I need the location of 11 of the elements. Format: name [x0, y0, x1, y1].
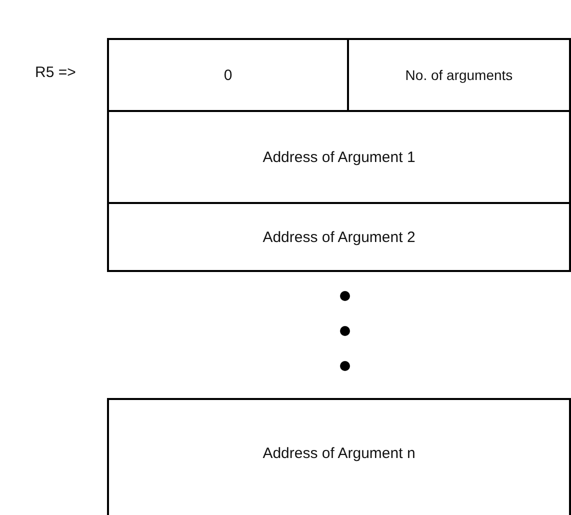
- cell-text: 0: [224, 66, 232, 84]
- cell-text: Address of Argument n: [262, 445, 416, 462]
- memory-cell: [107, 398, 571, 515]
- register-pointer-label: R5 =>: [35, 64, 76, 81]
- memory-cell: [347, 38, 571, 112]
- cell-text: Address of Argument 2: [262, 228, 416, 246]
- memory-cell: [107, 110, 571, 204]
- memory-cell: [107, 202, 571, 272]
- cell-text: Address of Argument 1: [262, 148, 416, 166]
- memory-cell: [107, 38, 349, 112]
- cell-text: No. of arguments: [405, 67, 513, 83]
